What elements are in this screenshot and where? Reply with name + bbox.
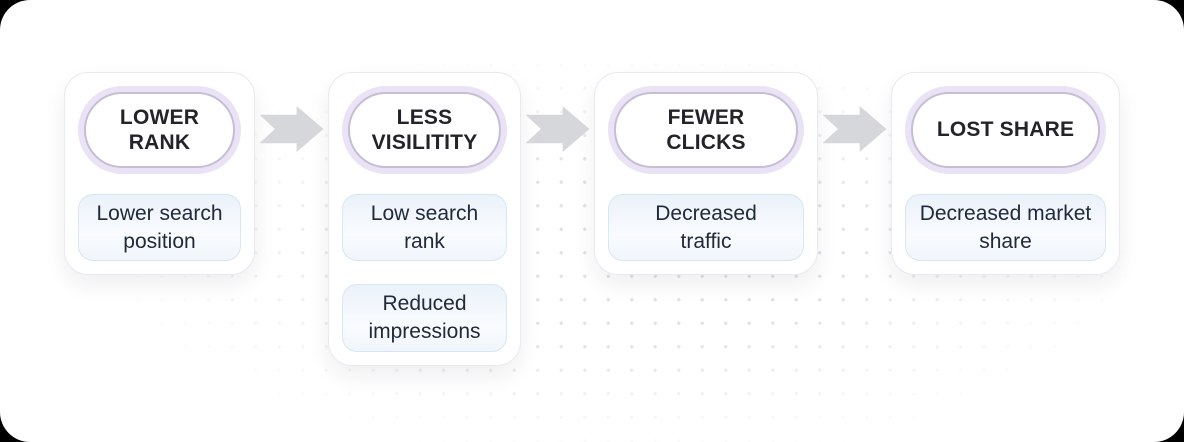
step-detail-list: Decreased traffic	[608, 194, 804, 262]
step-title-pill-inner: LOST SHARE	[911, 92, 1100, 168]
step-detail-label: Decreased market share	[919, 202, 1092, 253]
step-title-pill-inner: LESS VISILITITY	[348, 92, 501, 168]
flow-step-card-4: LOST SHARE Decreased market share	[891, 72, 1120, 276]
step-detail-label: Lower search position	[96, 202, 223, 253]
step-title: LESS VISILITITY	[371, 105, 478, 154]
step-detail-list: Decreased market share	[905, 194, 1106, 262]
step-title-pill-inner: LOWER RANK	[84, 92, 235, 168]
step-detail-list: Lower search position	[78, 194, 241, 262]
step-title-pill-inner: FEWER CLICKS	[614, 92, 798, 168]
step-title-pill: LOST SHARE	[905, 86, 1106, 174]
flow-step-card-2: LESS VISILITITY Low search rank Reduced …	[328, 72, 521, 366]
step-detail-box: Decreased traffic	[608, 194, 804, 262]
flow-diagram: LOWER RANK Lower search position LESS VI…	[64, 72, 1120, 366]
step-title-pill: FEWER CLICKS	[608, 86, 804, 174]
step-title: LOWER RANK	[119, 105, 200, 154]
flow-connector	[521, 106, 594, 152]
step-detail-label: Low search rank	[370, 202, 479, 253]
step-detail-box: Lower search position	[78, 194, 241, 262]
step-title-pill: LESS VISILITITY	[342, 86, 507, 174]
step-title-pill: LOWER RANK	[78, 86, 241, 174]
arrow-right-icon	[525, 106, 590, 152]
step-title: FEWER CLICKS	[666, 105, 746, 154]
step-detail-box: Decreased market share	[905, 194, 1106, 262]
step-detail-label: Reduced impressions	[368, 292, 481, 344]
step-detail-box: Low search rank	[342, 194, 507, 262]
flow-step-card-3: FEWER CLICKS Decreased traffic	[594, 72, 818, 276]
flow-connector	[255, 106, 328, 152]
arrow-right-icon	[822, 106, 887, 152]
step-detail-box: Reduced impressions	[342, 284, 507, 352]
step-detail-label: Decreased traffic	[655, 202, 757, 253]
step-detail-list: Low search rank Reduced impressions	[342, 194, 507, 352]
arrow-right-icon	[259, 106, 324, 152]
flow-step-card-1: LOWER RANK Lower search position	[64, 72, 255, 276]
flow-connector	[818, 106, 891, 152]
step-title: LOST SHARE	[936, 118, 1075, 142]
